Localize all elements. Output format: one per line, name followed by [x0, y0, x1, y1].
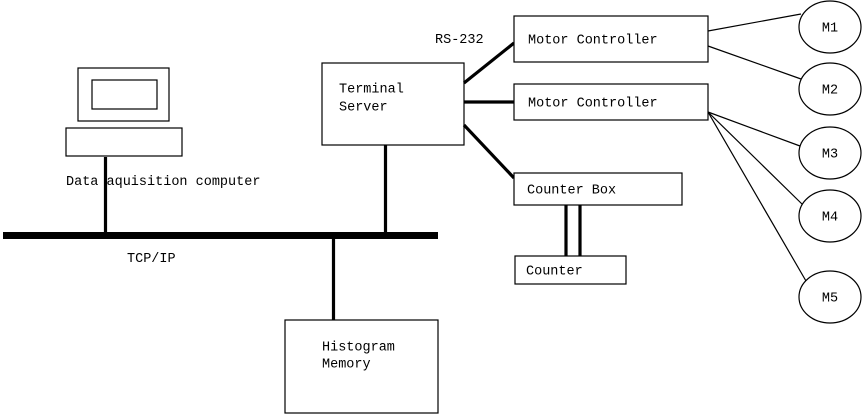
- serial-links-group: RS-232: [435, 33, 516, 180]
- motor-m2-label: M2: [822, 84, 838, 99]
- counter-box-label: Counter Box: [527, 184, 616, 199]
- terminal-server-label-line1: Terminal: [339, 83, 404, 98]
- terminal-server-node[interactable]: Terminal Server: [321, 62, 465, 146]
- link-motor-controller-2-to-m3: [707, 111, 801, 147]
- motors-group: M1 M2 M3 M4 M5: [798, 0, 862, 324]
- tcpip-bus-label: TCP/IP: [127, 252, 176, 267]
- motor-node-m2[interactable]: M2: [798, 62, 862, 116]
- computer-base-unit: [65, 127, 183, 157]
- motor-controller-2-node[interactable]: Motor Controller: [513, 83, 709, 121]
- histogram-memory-label-line1: Histogram: [322, 341, 395, 356]
- counter-box-rect: [513, 172, 683, 206]
- tcpip-bus-group: TCP/IP: [3, 145, 438, 320]
- link-terminal-server-to-motor-controller-1: [463, 41, 515, 85]
- motor-node-m5[interactable]: M5: [798, 270, 862, 324]
- histogram-memory-node[interactable]: Histogram Memory: [284, 319, 439, 414]
- link-motor-controller-2-to-m5: [707, 111, 807, 282]
- motor-m1-label: M1: [822, 22, 838, 37]
- link-motor-controller-1-to-m1: [707, 13, 802, 32]
- terminal-server-box: [321, 62, 465, 146]
- counter-label: Counter: [526, 265, 583, 280]
- histogram-memory-label-line2: Memory: [322, 358, 371, 373]
- rs232-label: RS-232: [435, 33, 484, 48]
- counter-rect: [514, 255, 627, 285]
- motor-m5-ellipse: [798, 270, 862, 324]
- motor-m3-label: M3: [822, 148, 838, 163]
- counter-box-node[interactable]: Counter Box: [513, 172, 683, 206]
- motor-m4-label: M4: [822, 211, 838, 226]
- link-motor-controller-2-to-m4: [707, 111, 804, 206]
- motor-m2-ellipse: [798, 62, 862, 116]
- histogram-memory-box: [284, 319, 439, 414]
- terminal-server-label-line2: Server: [339, 101, 388, 116]
- counter-cable-group: [564, 205, 582, 256]
- motor-m1-ellipse: [798, 0, 862, 54]
- monitor-screen: [91, 79, 158, 110]
- motor-m5-label: M5: [822, 292, 838, 307]
- data-acquisition-computer-label: Data aquisition computer: [66, 175, 260, 190]
- link-motor-controller-1-to-m2: [707, 45, 802, 80]
- data-acquisition-computer[interactable]: Data aquisition computer: [65, 67, 260, 190]
- motor-controller-1-box: [513, 15, 709, 63]
- motor-controller-1-label: Motor Controller: [528, 34, 658, 49]
- motor-wiring-group: [707, 13, 807, 282]
- link-terminal-server-to-counter-box: [462, 123, 516, 180]
- motor-controller-2-box: [513, 83, 709, 121]
- motor-node-m3[interactable]: M3: [798, 126, 862, 180]
- motor-node-m4[interactable]: M4: [798, 189, 862, 243]
- motor-m4-ellipse: [798, 189, 862, 243]
- counter-node[interactable]: Counter: [514, 255, 627, 285]
- motor-node-m1[interactable]: M1: [798, 0, 862, 54]
- motor-m3-ellipse: [798, 126, 862, 180]
- motor-controller-1-node[interactable]: Motor Controller: [513, 15, 709, 63]
- motor-controller-2-label: Motor Controller: [528, 97, 658, 112]
